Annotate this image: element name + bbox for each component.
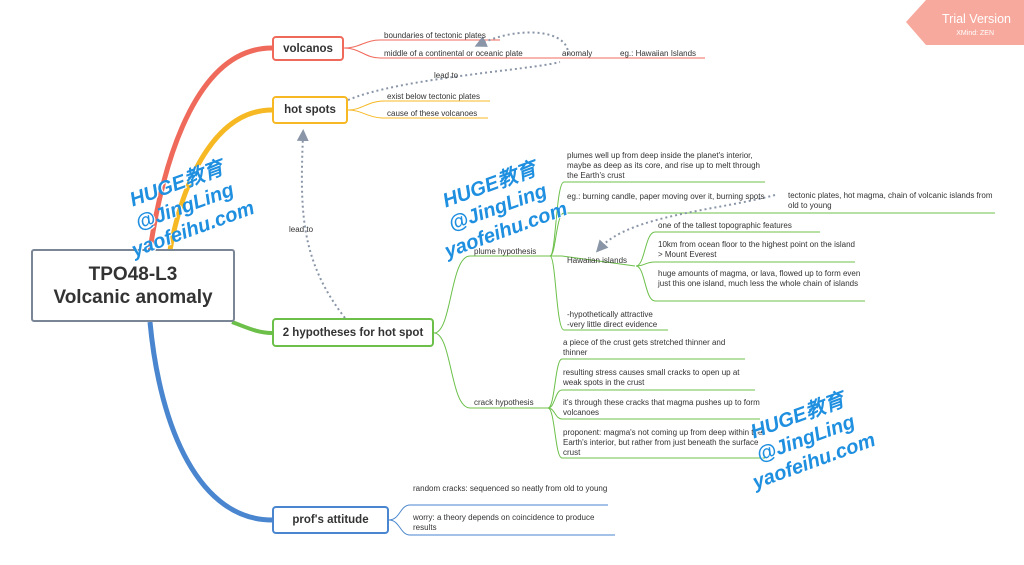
subtopic-anomaly[interactable]: anomaly <box>562 49 593 58</box>
topic-hypotheses-label: 2 hypotheses for hot spot <box>282 326 424 339</box>
topic-attitude-label: prof's attitude <box>292 514 369 526</box>
attitude-worry[interactable]: worry: a theory depends on coincidence t… <box>413 513 595 532</box>
trial-title: Trial Version <box>941 12 1011 26</box>
trial-subtitle: XMind: ZEN <box>956 30 994 37</box>
topic-volcanos-label: volcanos <box>283 42 333 55</box>
topic-hot-spots-label: hot spots <box>284 104 336 116</box>
plume-detail-evidence[interactable]: -hypothetically attractive -very little … <box>567 310 658 329</box>
crack-detail-stretched[interactable]: a piece of the crust gets stretched thin… <box>563 338 726 357</box>
topic-attitude[interactable]: prof's attitude <box>272 506 389 534</box>
central-topic-line1: TPO48-L3 <box>88 263 178 285</box>
relation-hypotheses-to-hotspots <box>296 129 346 319</box>
branch-line-attitude <box>147 321 273 523</box>
subtopic-plate-boundaries[interactable]: boundaries of tectonic plates <box>384 31 486 40</box>
subtopic-hawaiian-example[interactable]: eg.: Hawaiian Islands <box>620 49 697 58</box>
crack-detail-stress[interactable]: resulting stress causes small cracks to … <box>563 368 740 387</box>
central-topic[interactable]: TPO48-L3 Volcanic anomaly <box>31 249 235 322</box>
relation-hotspots-to-anomaly <box>347 61 561 101</box>
relation-detail-to-hawaii <box>595 194 776 253</box>
branch-line-hypotheses <box>231 320 273 335</box>
branch-line-volcanos <box>147 45 273 251</box>
subtopic-plate-middle[interactable]: middle of a continental or oceanic plate <box>384 49 523 58</box>
hawaii-magma[interactable]: huge amounts of magma, or lava, flowed u… <box>658 269 861 288</box>
topic-hypotheses[interactable]: 2 hypotheses for hot spot <box>272 318 434 347</box>
subtopic-cause-volcanoes[interactable]: cause of these volcanoes <box>387 109 478 118</box>
plume-detail-candle[interactable]: eg.: burning candle, paper moving over i… <box>567 192 765 201</box>
topic-hot-spots[interactable]: hot spots <box>272 96 348 124</box>
relation-label-lead-to-hypotheses[interactable]: lead to <box>289 225 314 234</box>
relation-label-lead-to[interactable]: lead to <box>434 71 459 80</box>
plume-candle-explanation[interactable]: tectonic plates, hot magma, chain of vol… <box>788 191 993 210</box>
hawaii-height[interactable]: 10km from ocean floor to the highest poi… <box>658 240 856 259</box>
attitude-random-cracks[interactable]: random cracks: sequenced so neatly from … <box>413 484 608 493</box>
plume-detail-rise[interactable]: plumes well up from deep inside the plan… <box>567 151 760 180</box>
central-topic-line2: Volcanic anomaly <box>53 286 213 308</box>
crack-detail-proponent[interactable]: proponent: magma's not coming up from de… <box>563 428 763 457</box>
topic-volcanos[interactable]: volcanos <box>272 36 344 61</box>
subtopic-crack-hypothesis[interactable]: crack hypothesis <box>474 398 534 407</box>
plume-detail-hawaiian-islands[interactable]: Hawaiian islands <box>567 256 628 265</box>
hawaii-tallest-feature[interactable]: one of the tallest topographic features <box>658 221 792 230</box>
branch-line-hot-spots <box>167 107 273 251</box>
crack-detail-magma-pushes[interactable]: it's through these cracks that magma pus… <box>563 398 760 417</box>
subtopic-below-plates[interactable]: exist below tectonic plates <box>387 92 480 101</box>
trial-version-banner[interactable]: Trial Version XMind: ZEN <box>904 0 1024 45</box>
subtopic-plume-hypothesis[interactable]: plume hypothesis <box>474 247 537 256</box>
